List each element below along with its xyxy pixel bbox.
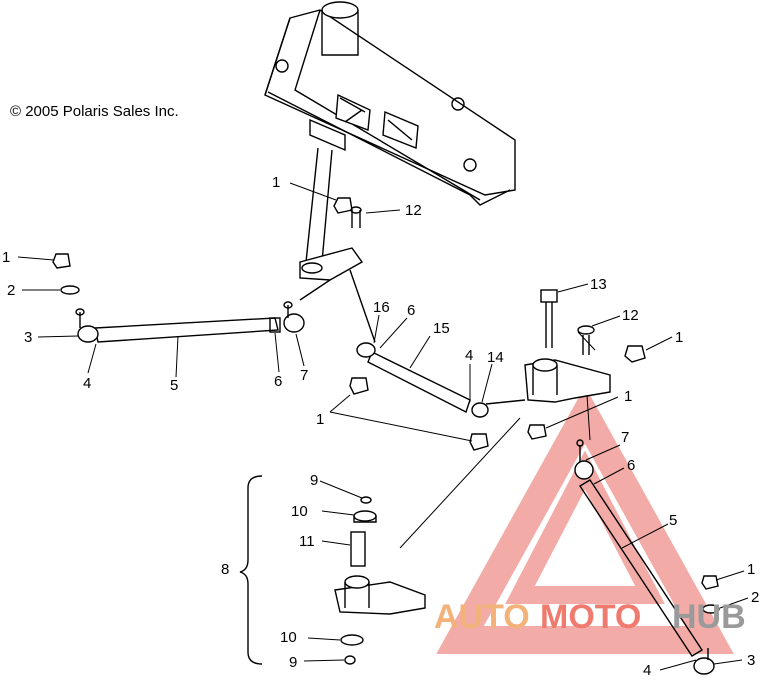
callout-12: 12 xyxy=(622,307,639,324)
callout-14: 14 xyxy=(487,349,504,366)
callout-labels: 1 12 1 2 3 4 5 6 7 16 6 15 4 14 13 12 1 … xyxy=(2,174,759,679)
callout-1: 1 xyxy=(2,249,10,266)
tie-rod-right xyxy=(574,439,720,675)
watermark-auto: AUTO xyxy=(434,598,530,636)
callout-10: 10 xyxy=(280,629,297,646)
watermark-logo: AUTO MOTO HUB xyxy=(434,598,746,636)
callout-10: 10 xyxy=(291,503,308,520)
copyright-notice: © 2005 Polaris Sales Inc. xyxy=(10,103,179,120)
callout-4: 4 xyxy=(643,662,651,679)
callout-3: 3 xyxy=(24,329,32,346)
callout-4: 4 xyxy=(465,347,473,364)
watermark-triangle xyxy=(436,386,734,654)
callout-7: 7 xyxy=(300,367,308,384)
callout-5: 5 xyxy=(170,377,178,394)
watermark-hub: HUB xyxy=(672,598,746,636)
callout-5: 5 xyxy=(669,512,677,529)
callout-4: 4 xyxy=(83,375,91,392)
callout-9: 9 xyxy=(289,654,297,671)
callout-1: 1 xyxy=(747,561,755,578)
callout-2: 2 xyxy=(751,589,759,606)
callout-1: 1 xyxy=(272,174,280,191)
pitman-arm-upper xyxy=(52,197,646,451)
callout-15: 15 xyxy=(433,320,450,337)
idler-arm-assembly xyxy=(239,475,426,665)
callout-2: 2 xyxy=(7,282,15,299)
callout-16: 16 xyxy=(373,299,390,316)
callout-1: 1 xyxy=(624,388,632,405)
tie-rod-left xyxy=(75,301,305,343)
callout-1: 1 xyxy=(316,411,324,428)
callout-3: 3 xyxy=(747,652,755,669)
callout-9: 9 xyxy=(310,472,318,489)
callout-11: 11 xyxy=(299,533,315,550)
steering-column xyxy=(299,147,376,343)
callout-13: 13 xyxy=(590,276,607,293)
leader-lines xyxy=(17,182,749,671)
callout-7: 7 xyxy=(621,429,629,446)
callout-6: 6 xyxy=(274,373,282,390)
callout-12: 12 xyxy=(405,202,422,219)
callout-8: 8 xyxy=(221,561,229,578)
callout-6: 6 xyxy=(407,302,415,319)
drag-link xyxy=(356,342,526,418)
watermark-moto: MOTO xyxy=(540,598,641,636)
callout-1: 1 xyxy=(675,329,683,346)
callout-6: 6 xyxy=(627,457,635,474)
frame-housing xyxy=(264,1,516,206)
